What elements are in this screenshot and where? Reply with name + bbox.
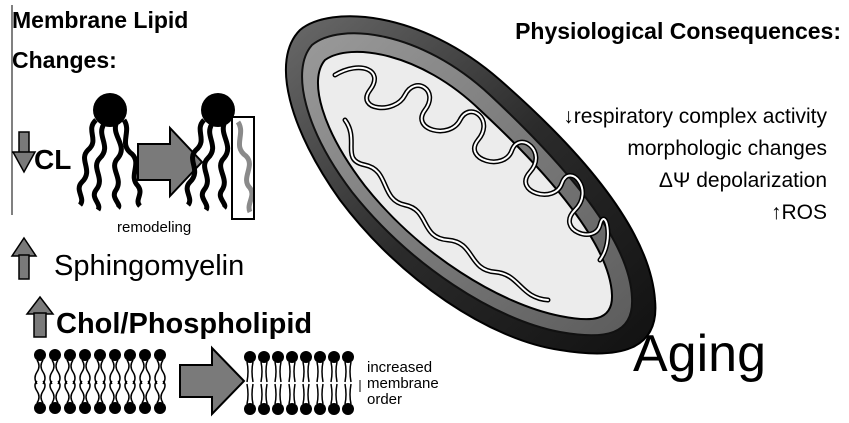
remodeled-tail	[238, 122, 252, 212]
ordering-arrow	[180, 348, 244, 414]
sphingomyelin-up-arrow	[12, 238, 36, 279]
sphingomyelin-label: Sphingomyelin	[54, 252, 244, 281]
left-title-line1: Membrane Lipid	[12, 9, 188, 32]
consequence-2: morphologic changes	[627, 138, 827, 159]
membrane-order-line3: order	[367, 392, 402, 407]
aging-label: Aging	[633, 328, 766, 380]
bilayer-ordered	[244, 351, 360, 415]
consequence-3: ΔΨ depolarization	[659, 170, 827, 191]
membrane-order-line2: membrane	[367, 376, 439, 391]
left-title-line2: Changes:	[12, 49, 117, 72]
lipid-head-after	[201, 93, 235, 127]
lipid-head-before	[93, 93, 127, 127]
chol-phospholipid-label: Chol/Phospholipid	[56, 310, 312, 339]
cl-label: CL	[34, 146, 71, 174]
mitochondrion-illustration	[286, 16, 656, 353]
bilayer-disordered	[34, 349, 166, 414]
consequence-4: ↑ROS	[771, 202, 827, 223]
right-title: Physiological Consequences:	[515, 20, 841, 43]
consequence-1: ↓respiratory complex activity	[563, 106, 827, 127]
cl-down-arrow	[13, 132, 35, 172]
remodeling-label: remodeling	[117, 220, 191, 235]
lipid-tails-after	[187, 120, 228, 210]
lipid-tails-before	[79, 120, 140, 210]
membrane-order-line1: increased	[367, 360, 432, 375]
chol-up-arrow	[27, 297, 53, 337]
